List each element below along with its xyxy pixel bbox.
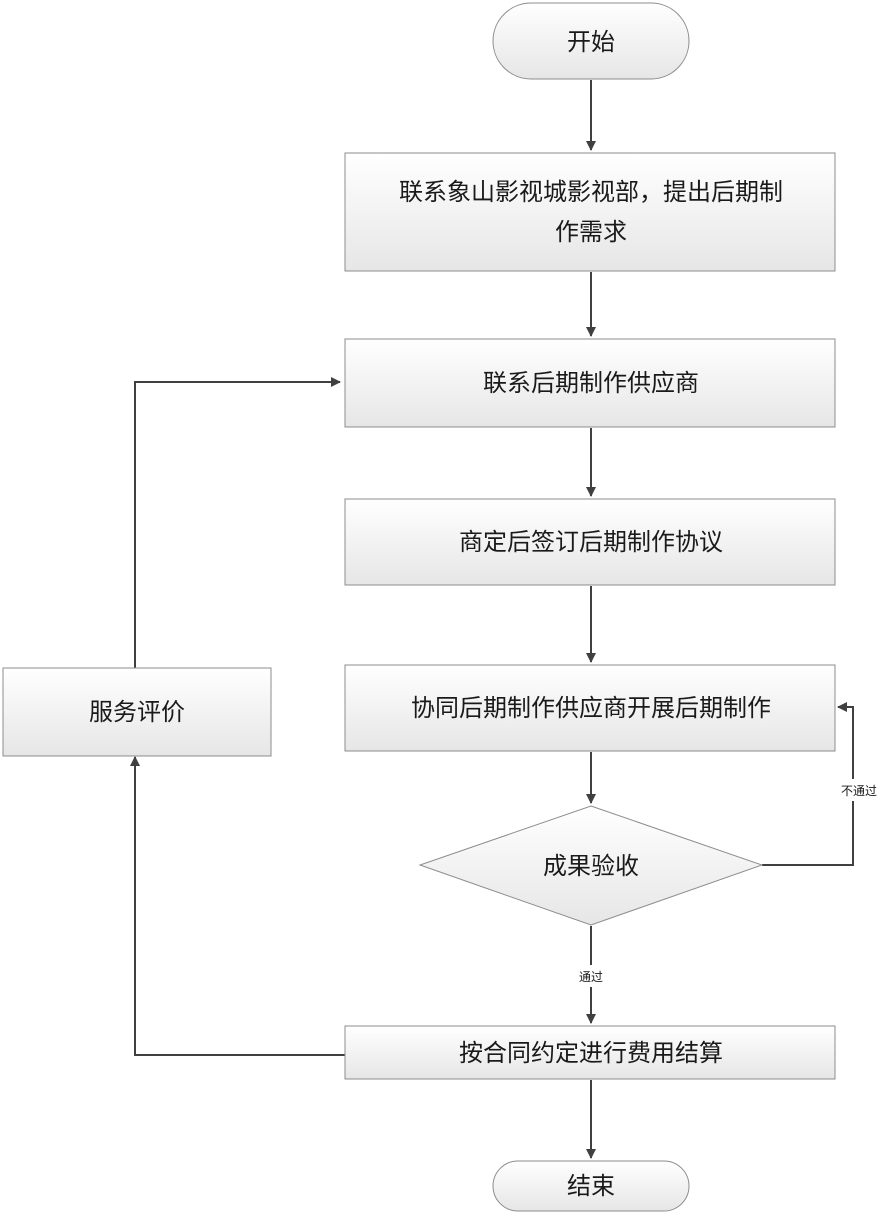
- fail-label: 不通过: [841, 784, 877, 798]
- evaluation-label: 服务评价: [89, 698, 185, 726]
- contact-department-label-line1: 联系象山影视城影视部，提出后期制: [399, 178, 783, 206]
- contact-department-node: 联系象山影视城影视部，提出后期制 作需求: [344, 152, 836, 272]
- acceptance-decision-node: 成果验收: [418, 805, 764, 926]
- settlement-node: 按合同约定进行费用结算: [344, 1025, 836, 1080]
- start-label: 开始: [567, 28, 615, 56]
- end-label: 结束: [567, 1172, 615, 1200]
- edge-settlement-to-evaluation: [130, 756, 345, 1056]
- pass-edge-label: 通过: [571, 965, 611, 987]
- start-node: 开始: [492, 2, 690, 80]
- acceptance-label: 成果验收: [543, 852, 639, 880]
- fail-edge-label: 不通过: [834, 779, 884, 801]
- contact-supplier-node: 联系后期制作供应商: [344, 338, 836, 428]
- pass-label: 通过: [579, 970, 603, 984]
- settlement-label: 按合同约定进行费用结算: [459, 1039, 723, 1067]
- end-node: 结束: [492, 1160, 690, 1212]
- contact-department-label-line2: 作需求: [555, 218, 627, 246]
- production-node: 协同后期制作供应商开展后期制作: [344, 664, 836, 752]
- contact-supplier-label: 联系后期制作供应商: [483, 369, 699, 397]
- edge-evaluation-to-contact-supplier: [134, 377, 341, 668]
- sign-agreement-label: 商定后签订后期制作协议: [459, 528, 723, 556]
- sign-agreement-node: 商定后签订后期制作协议: [344, 498, 836, 586]
- production-label: 协同后期制作供应商开展后期制作: [411, 694, 771, 722]
- evaluation-node: 服务评价: [2, 667, 272, 757]
